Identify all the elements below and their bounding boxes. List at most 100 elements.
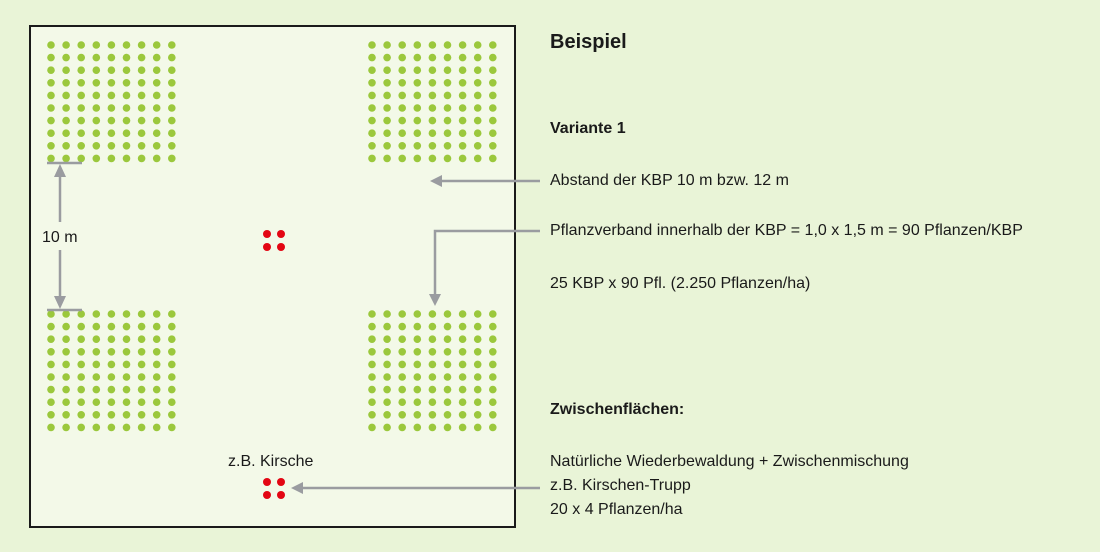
plant-dot — [383, 348, 391, 356]
plant-dot — [383, 129, 391, 137]
plant-dot — [413, 385, 422, 394]
plant-dot — [368, 142, 376, 150]
plant-dot — [489, 142, 497, 150]
plant-dot — [152, 41, 161, 49]
plant-dot — [383, 322, 391, 331]
plant-dot — [152, 385, 161, 394]
plant-dot — [62, 348, 70, 356]
plant-dot — [443, 373, 452, 381]
plant-dot — [168, 154, 176, 163]
plant-dot — [383, 360, 391, 369]
plant-dot — [383, 373, 391, 381]
plant-dot — [443, 411, 452, 419]
plant-dot — [443, 66, 452, 74]
plant-dot — [473, 66, 482, 74]
plant-dot — [458, 310, 467, 318]
plant-dot — [168, 142, 176, 150]
plant-dot — [368, 385, 376, 394]
plant-dot — [398, 116, 407, 125]
plant-dot — [368, 322, 376, 331]
plant-dot — [77, 129, 85, 137]
plant-dot — [152, 66, 161, 74]
cherry-arrow — [291, 482, 540, 494]
plant-dot — [473, 423, 482, 432]
plant-dot — [383, 91, 391, 100]
plant-dot — [458, 335, 467, 344]
plant-dot — [473, 154, 482, 163]
plant-dot — [443, 385, 452, 394]
plant-dot — [47, 66, 55, 74]
plant-dot — [458, 116, 467, 125]
plant-dot — [398, 142, 407, 150]
plant-dot — [137, 373, 146, 381]
plant-dot — [428, 360, 437, 369]
plant-dot — [168, 310, 176, 318]
plant-dot — [47, 91, 55, 100]
plant-dot — [62, 310, 70, 318]
plant-dot — [168, 91, 176, 100]
plant-dot — [62, 129, 70, 137]
plant-dot — [413, 335, 422, 344]
plant-dot — [168, 104, 176, 112]
plant-dot — [107, 79, 116, 87]
plant-dot — [489, 423, 497, 432]
plant-dot — [62, 335, 70, 344]
plant-dot — [137, 104, 146, 112]
plant-dot — [152, 398, 161, 407]
plant-dot — [428, 385, 437, 394]
plant-block-bottom-left — [47, 310, 176, 432]
plant-dot — [168, 116, 176, 125]
plant-dot — [398, 385, 407, 394]
plant-dot — [168, 373, 176, 381]
plant-dot — [107, 373, 116, 381]
plant-dot — [77, 53, 85, 62]
plant-dot — [152, 348, 161, 356]
plant-dot — [489, 79, 497, 87]
plant-dot — [443, 360, 452, 369]
plant-dot — [107, 91, 116, 100]
plant-dot — [443, 104, 452, 112]
plant-dot — [137, 79, 146, 87]
plant-dot — [62, 322, 70, 331]
plant-dot — [62, 360, 70, 369]
plant-dot — [413, 348, 422, 356]
plant-dot — [122, 91, 131, 100]
plant-dot — [137, 154, 146, 163]
plant-dot — [398, 129, 407, 137]
plant-dot — [428, 335, 437, 344]
plant-dot — [152, 116, 161, 125]
plant-dot — [47, 41, 55, 49]
plant-dot — [47, 322, 55, 331]
plant-dot — [398, 310, 407, 318]
plant-dot — [107, 348, 116, 356]
plant-dot — [489, 322, 497, 331]
plant-dot — [77, 66, 85, 74]
plant-dot — [458, 154, 467, 163]
plant-dot — [152, 154, 161, 163]
plant-dot — [62, 53, 70, 62]
plant-dot — [92, 385, 101, 394]
intermediate-line-3: 20 x 4 Pflanzen/ha — [550, 501, 683, 518]
plant-dot — [428, 66, 437, 74]
plant-dot — [107, 411, 116, 419]
plant-dot — [62, 91, 70, 100]
plant-dot — [489, 53, 497, 62]
plant-dot — [77, 322, 85, 331]
plant-dot — [489, 116, 497, 125]
plant-dot — [152, 322, 161, 331]
plant-dot — [77, 154, 85, 163]
plant-dot — [107, 104, 116, 112]
plant-dot — [168, 348, 176, 356]
plant-dot — [489, 373, 497, 381]
plant-dot — [152, 53, 161, 62]
plant-dot — [443, 322, 452, 331]
plant-dot — [413, 91, 422, 100]
plant-dot — [152, 142, 161, 150]
plant-dot — [47, 53, 55, 62]
plant-dot — [137, 116, 146, 125]
plant-dot — [458, 104, 467, 112]
plant-dot — [137, 53, 146, 62]
plant-dot — [122, 322, 131, 331]
plant-dot — [107, 154, 116, 163]
plant-dot — [107, 66, 116, 74]
